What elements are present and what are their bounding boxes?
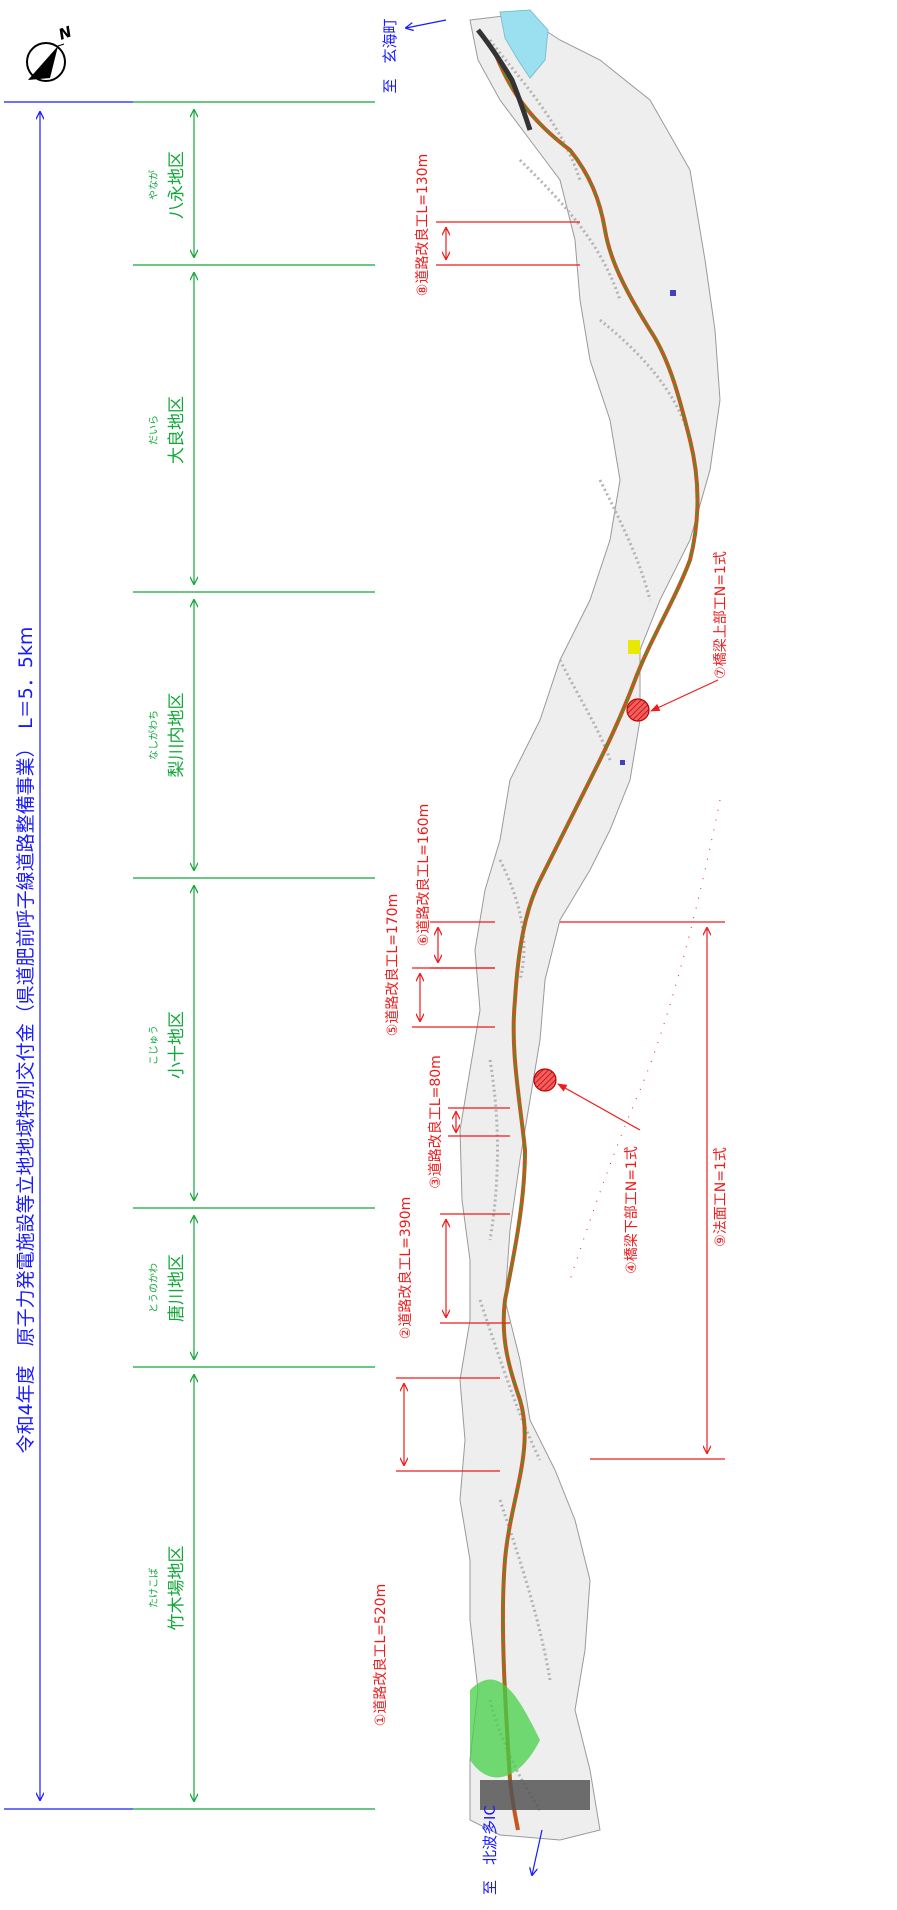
district-daira: 大良地区 bbox=[167, 396, 187, 464]
to-kitahata-arrow bbox=[532, 1829, 543, 1875]
north-compass-icon bbox=[26, 42, 66, 82]
bridge-lower-marker bbox=[533, 1068, 557, 1092]
district-boundaries bbox=[133, 101, 375, 1810]
sea-area bbox=[499, 9, 549, 79]
district-kojuu: 小十地区 bbox=[167, 1011, 187, 1079]
work-label-2: ②道路改良工L=390m bbox=[398, 1197, 414, 1339]
district-yanaga: 八永地区 bbox=[167, 151, 187, 219]
project-title: 令和4年度 原子力発電施設等立地地域特別交付金（県道肥前呼子線道路整備事業） L… bbox=[15, 627, 37, 1454]
ic-structure bbox=[480, 1780, 590, 1810]
work-label-9: ⑨法面工N=1式 bbox=[713, 1147, 729, 1247]
district-yanaga-ruby: やなが bbox=[147, 170, 160, 200]
district-nashigawachi: 梨川内地区 bbox=[167, 693, 187, 778]
district-tounokawa: 唐川地区 bbox=[166, 1254, 187, 1322]
work-label-5: ⑤道路改良工L=170m bbox=[385, 894, 401, 1036]
work-label-1: ①道路改良工L=520m bbox=[373, 1584, 389, 1726]
terrain-area bbox=[459, 13, 721, 1841]
work-label-4: ④橋梁下部工N=1式 bbox=[624, 1146, 640, 1274]
work-label-6: ⑥道路改良工L=160m bbox=[416, 804, 432, 946]
district-tounokawa-ruby: とうのかわ bbox=[148, 1263, 160, 1313]
district-takekoba-ruby: たけこば bbox=[148, 1568, 160, 1608]
district-labels: やなが 八永地区 だいら 大良地区 なしがわち 梨川内地区 こじゅう 小十地区 … bbox=[147, 151, 187, 1631]
bridge-upper-marker bbox=[626, 698, 650, 722]
destination-top: 至 玄海町 bbox=[381, 18, 399, 93]
work-label-3: ③道路改良工L=80m bbox=[428, 1055, 444, 1189]
district-takekoba: 竹木場地区 bbox=[167, 1546, 187, 1631]
terrain-map bbox=[459, 9, 721, 1841]
north-label: N bbox=[56, 22, 74, 43]
destination-bottom: 至 北波多IC bbox=[481, 1805, 499, 1895]
interchange-area bbox=[470, 1679, 540, 1778]
work-label-7: ⑦橋梁上部工N=1式 bbox=[713, 551, 729, 679]
district-nashigawachi-ruby: なしがわち bbox=[147, 710, 160, 760]
district-kojuu-ruby: こじゅう bbox=[148, 1025, 160, 1065]
dark-road bbox=[476, 28, 533, 131]
bridge-markers bbox=[533, 679, 721, 1281]
work-extents bbox=[396, 221, 725, 1472]
to-genkai-arrow bbox=[406, 19, 447, 28]
work-labels: ⑧道路改良工L=130m ⑦橋梁上部工N=1式 ⑥道路改良工L=160m ⑤道路… bbox=[373, 154, 729, 1726]
district-daira-ruby: だいら bbox=[148, 415, 160, 445]
overall-length-line bbox=[4, 101, 133, 1810]
work-label-8: ⑧道路改良工L=130m bbox=[415, 154, 431, 296]
